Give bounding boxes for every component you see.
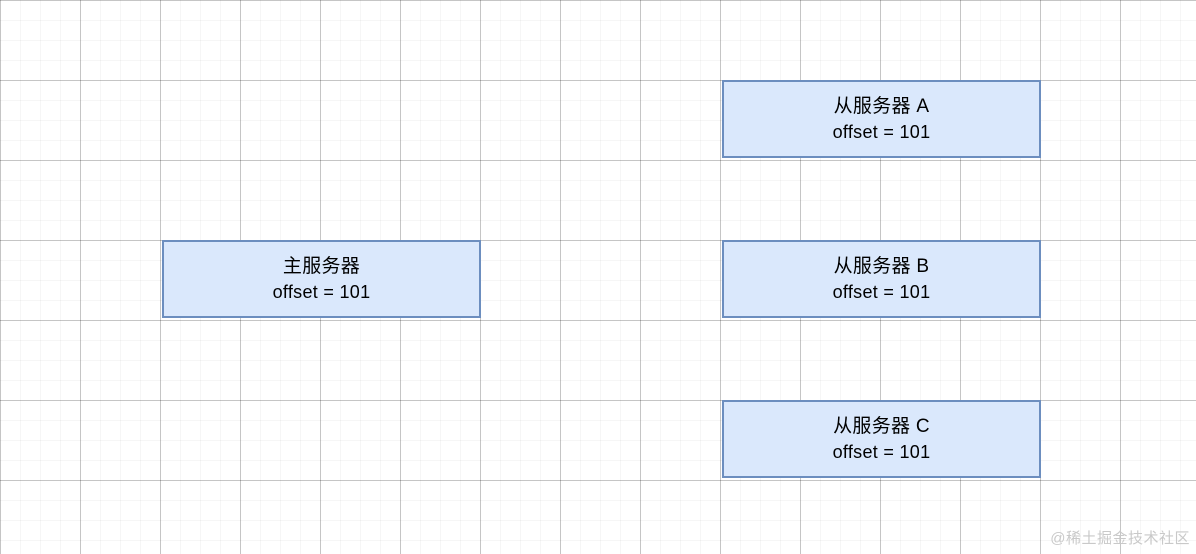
node-master[interactable]: 主服务器 offset = 101 [162, 240, 481, 318]
node-slave-a-title: 从服务器 A [833, 96, 930, 118]
node-slave-a[interactable]: 从服务器 A offset = 101 [722, 80, 1041, 158]
node-slave-c-offset: offset = 101 [832, 441, 931, 462]
node-master-offset: offset = 101 [272, 281, 371, 302]
node-master-title: 主服务器 [282, 256, 361, 278]
watermark: @稀土掘金技术社区 [1050, 530, 1190, 547]
node-slave-b-title: 从服务器 B [833, 256, 930, 278]
node-slave-a-offset: offset = 101 [832, 121, 931, 142]
node-slave-b[interactable]: 从服务器 B offset = 101 [722, 240, 1041, 318]
node-slave-c[interactable]: 从服务器 C offset = 101 [722, 400, 1041, 478]
node-slave-b-offset: offset = 101 [832, 281, 931, 302]
node-slave-c-title: 从服务器 C [833, 416, 930, 438]
